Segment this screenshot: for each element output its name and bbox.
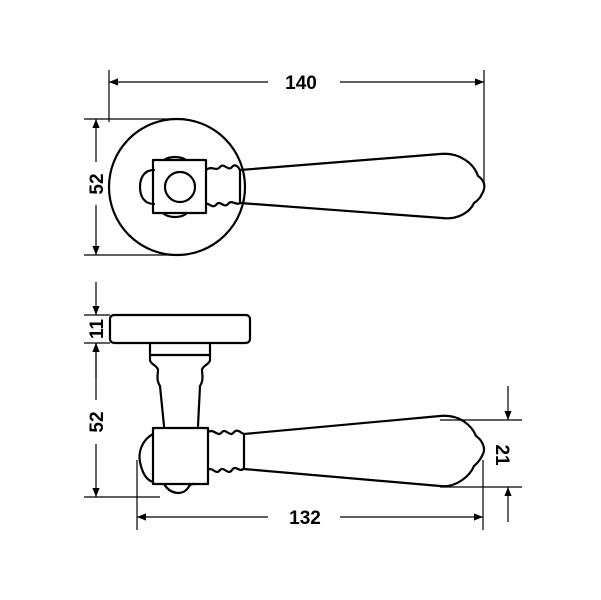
dimension-11: 11 — [84, 282, 110, 378]
dimension-label-21: 21 — [491, 444, 512, 466]
dimension-52-side: 52 — [84, 343, 160, 498]
dimension-label-140: 140 — [285, 73, 317, 94]
dimension-label-132: 132 — [289, 508, 321, 529]
dimension-label-11: 11 — [87, 319, 108, 340]
square-boss-side — [151, 426, 210, 486]
lever-outline-side — [242, 414, 486, 488]
rose-outline — [107, 117, 247, 257]
dimension-52-rose: 52 — [84, 118, 177, 256]
neck-collar-top — [204, 164, 242, 208]
lever-outline-top — [238, 152, 486, 220]
boss-curl-side — [138, 432, 196, 494]
top-view — [107, 117, 486, 257]
square-spindle-housing — [151, 158, 208, 215]
neck-side — [148, 341, 212, 428]
dimension-label-52-side: 52 — [87, 411, 108, 432]
dimension-21: 21 — [440, 386, 522, 522]
dimension-140: 140 — [108, 70, 485, 186]
dimension-132: 132 — [136, 460, 484, 530]
spindle-hole — [163, 170, 197, 204]
dimension-label-52-rose: 52 — [87, 173, 108, 194]
collar-side — [206, 429, 246, 474]
boss-ring-top — [138, 155, 188, 219]
rose-plate-side — [108, 313, 252, 345]
side-view — [108, 313, 486, 494]
